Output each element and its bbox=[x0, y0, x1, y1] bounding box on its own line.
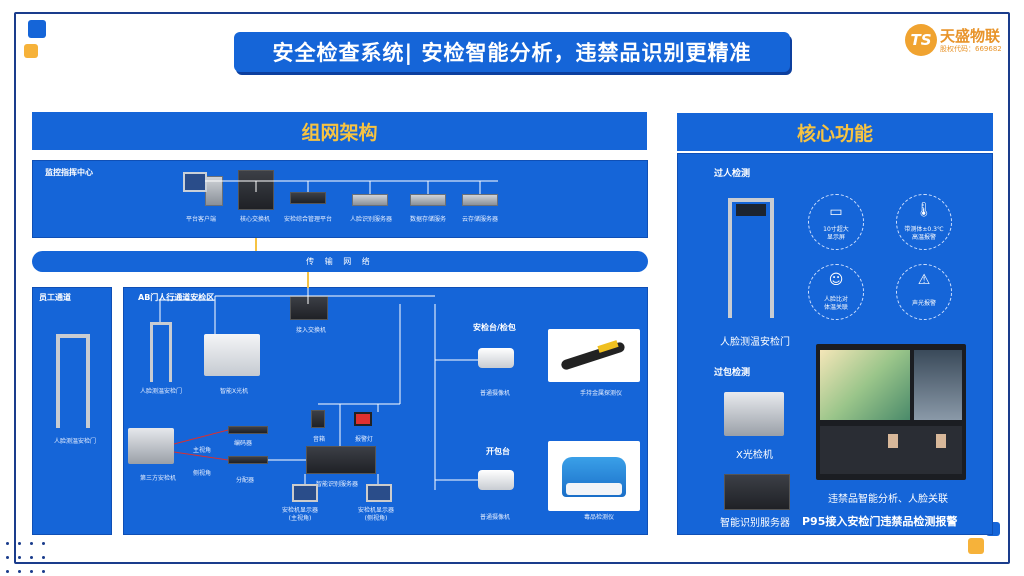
transport-network-bar: 传 输 网 络 bbox=[32, 251, 648, 272]
access-switch-label: 接入交换机 bbox=[296, 327, 327, 334]
side-port-label: 侧视角 bbox=[193, 470, 212, 477]
cloud-server-icon bbox=[462, 194, 498, 206]
ab-area-label: AB门人行通道安检区 bbox=[138, 293, 215, 302]
ab-face-gate-icon bbox=[150, 322, 172, 382]
pc-tower-icon bbox=[205, 176, 223, 206]
drug-detector-label: 毒品检测仪 bbox=[584, 514, 615, 521]
feature-temp-circle bbox=[896, 194, 952, 250]
staff-gate-device-label: 人脸测温安检门 bbox=[54, 438, 97, 445]
core-section-header: 核心功能 bbox=[677, 113, 993, 151]
bag-check-title: 过包检测 bbox=[714, 368, 751, 378]
page-title: 安全检查系统| 安检智能分析，违禁品识别更精准 bbox=[234, 32, 790, 72]
deco-square-orange bbox=[24, 44, 38, 58]
face-server-icon bbox=[352, 194, 388, 206]
platform-server-icon bbox=[290, 192, 326, 204]
metal-detector-photo bbox=[548, 329, 640, 382]
device-label-core-switch: 核心交换机 bbox=[240, 216, 271, 223]
device-label-face-server: 人脸识别服务器 bbox=[350, 216, 393, 223]
alarm-light-label: 报警灯 bbox=[355, 436, 374, 443]
feature-screen-circle bbox=[808, 194, 864, 250]
slide-frame bbox=[14, 12, 1010, 564]
screen-icon: ▭ bbox=[829, 204, 843, 220]
storage-server-icon bbox=[410, 194, 446, 206]
access-switch-icon bbox=[290, 296, 328, 320]
metal-detector-label: 手持金属探测仪 bbox=[580, 390, 623, 397]
smart-server-label: 智能识别服务器 bbox=[316, 481, 359, 488]
monitor-side-label: 安检机显示器 (侧视角) bbox=[358, 507, 395, 522]
analysis-caption: 违禁品智能分析、人脸关联 bbox=[828, 494, 948, 505]
monitor-center-box: 监控指挥中心 bbox=[32, 160, 648, 238]
alarm-light-icon bbox=[354, 412, 372, 426]
core-server-label: 智能识别服务器 bbox=[720, 518, 790, 529]
monitor-icon bbox=[183, 172, 207, 192]
network-section-header: 组网架构 bbox=[32, 112, 647, 150]
encoder-label: 编码器 bbox=[234, 440, 253, 447]
splitter-label: 分配器 bbox=[236, 477, 255, 484]
monitor-main-icon bbox=[292, 484, 318, 502]
core-gate-label: 人脸测温安检门 bbox=[720, 337, 790, 348]
staff-gate-box: 员工通道 bbox=[32, 287, 112, 535]
feature-alarm-text: 声光报警 bbox=[911, 300, 936, 307]
third-party-xray-label: 第三方安检机 bbox=[140, 475, 177, 482]
staff-gate-label: 员工通道 bbox=[39, 293, 71, 302]
device-label-platform: 安检综合管理平台 bbox=[284, 216, 333, 223]
handheld-camera-icon bbox=[478, 348, 514, 368]
company-logo: TS 天盛物联 股权代码：669682 bbox=[905, 24, 1015, 60]
device-label-cloud: 云存储服务器 bbox=[462, 216, 499, 223]
drug-detector-photo bbox=[548, 441, 640, 511]
core-switch-icon bbox=[238, 170, 274, 210]
analysis-screenshot bbox=[816, 344, 966, 480]
smart-xray-label: 智能X光机 bbox=[220, 388, 249, 395]
feature-screen-text: 10寸超大 显示屏 bbox=[823, 226, 849, 241]
deco-square-blue bbox=[28, 20, 46, 38]
logo-code: 股权代码：669682 bbox=[940, 45, 1002, 53]
encoder-icon bbox=[228, 426, 268, 434]
face-icon: ☺ bbox=[828, 272, 844, 288]
person-check-title: 过人检测 bbox=[714, 169, 751, 179]
speaker-icon bbox=[311, 410, 325, 428]
splitter-icon bbox=[228, 456, 268, 464]
feature-temp-text: 带测体±0.3℃ 高温报警 bbox=[904, 226, 944, 241]
handheld-camera-label: 普通摄像机 bbox=[480, 390, 511, 397]
monitor-center-label: 监控指挥中心 bbox=[45, 168, 93, 177]
logo-mark: TS bbox=[905, 24, 937, 56]
bottom-caption: P95接入安检门违禁品检测报警 bbox=[802, 515, 958, 528]
feature-face-circle bbox=[808, 264, 864, 320]
alarm-icon: ⚠ bbox=[917, 272, 931, 288]
core-server-icon bbox=[724, 474, 790, 510]
device-label-storage: 数据存储服务 bbox=[410, 216, 447, 223]
smart-xray-icon bbox=[204, 334, 260, 376]
logo-name: 天盛物联 bbox=[940, 27, 1001, 45]
device-label-client: 平台客户端 bbox=[186, 216, 217, 223]
speaker-label: 音箱 bbox=[313, 436, 326, 443]
thermometer-icon: 🌡 bbox=[915, 202, 933, 218]
monitor-side-icon bbox=[366, 484, 392, 502]
core-gate-screen-icon bbox=[736, 204, 766, 216]
feature-alarm-circle bbox=[896, 264, 952, 320]
main-port-label: 主视角 bbox=[193, 447, 212, 454]
open-camera-icon bbox=[478, 470, 514, 490]
core-gate-icon bbox=[728, 198, 774, 318]
monitor-main-label: 安检机显示器 (主视角) bbox=[282, 507, 319, 522]
handheld-area-label: 安检台/检包 bbox=[473, 323, 516, 332]
smart-server-icon bbox=[306, 446, 376, 474]
core-xray-icon bbox=[724, 392, 784, 436]
feature-face-text: 人脸比对 体温关联 bbox=[823, 296, 848, 311]
deco-square-orange-br bbox=[968, 538, 984, 554]
staff-gate-icon bbox=[56, 334, 90, 428]
open-camera-label: 普通摄像机 bbox=[480, 514, 511, 521]
ab-face-gate-label: 人脸测温安检门 bbox=[140, 388, 183, 395]
open-area-label: 开包台 bbox=[486, 447, 510, 456]
third-party-xray-icon bbox=[128, 428, 174, 464]
core-xray-label: X光检机 bbox=[736, 450, 773, 461]
